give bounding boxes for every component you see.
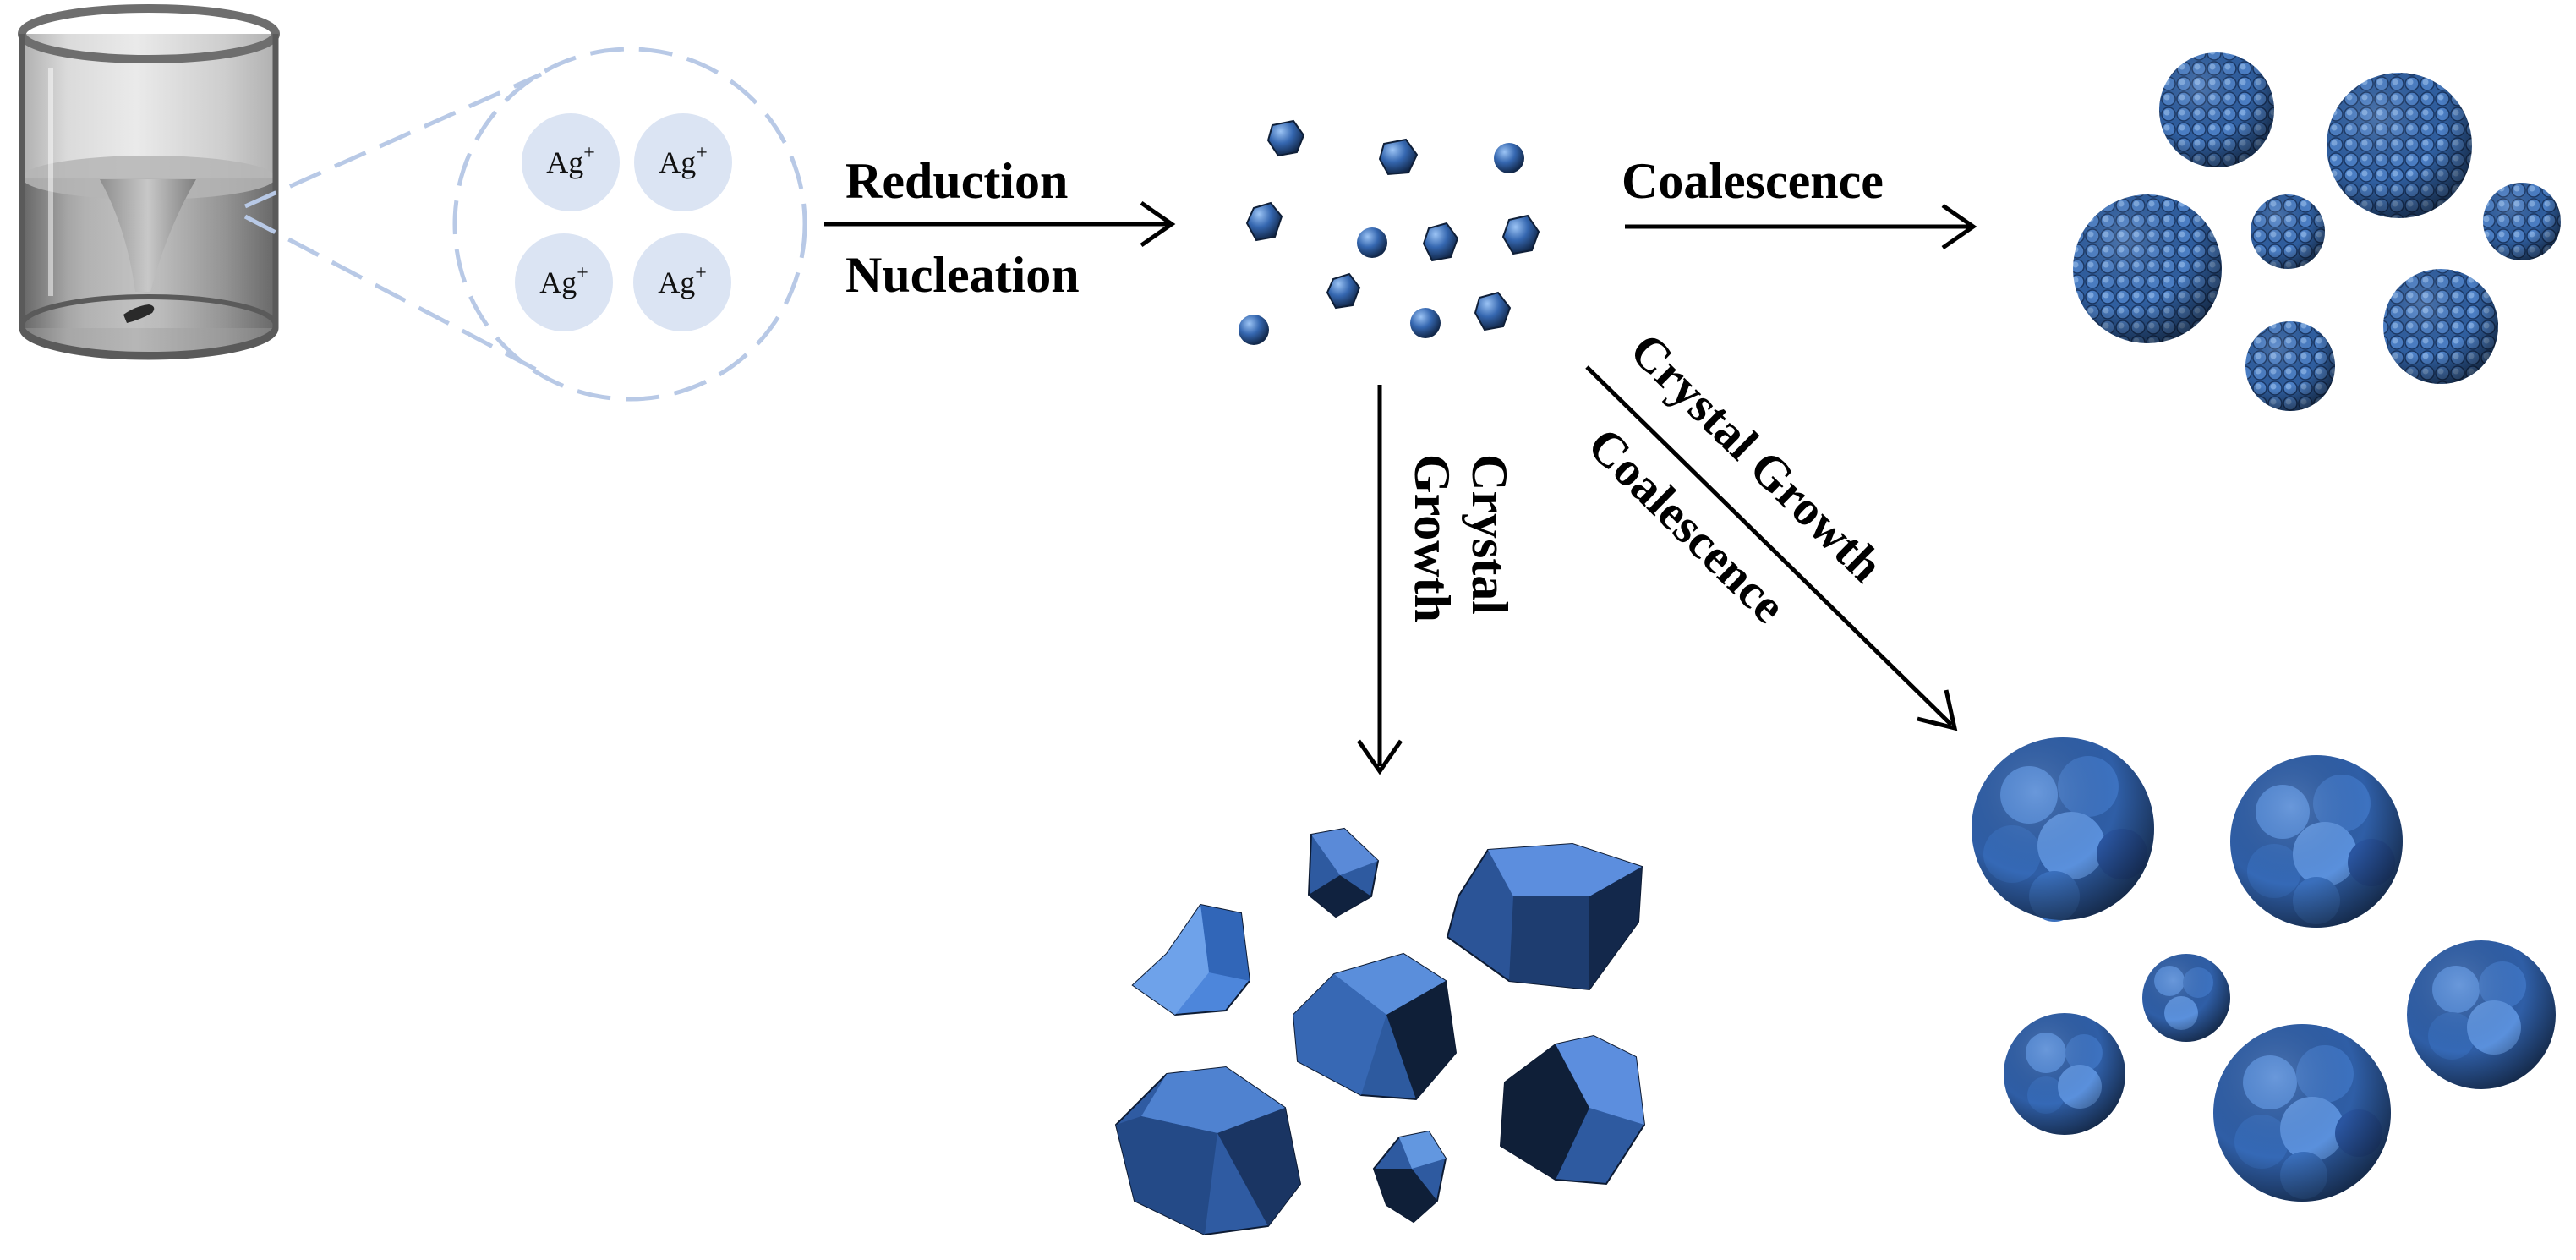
ion-charge: + [695,262,707,284]
ion-charge: + [583,142,595,164]
bumpy-sphere [2383,269,2498,384]
aggregate [2230,755,2403,928]
beaker [18,4,280,360]
label-growth: Growth [1404,454,1460,622]
label-reduction: Reduction [845,153,1068,209]
reduction-nucleation-arrow: Reduction Nucleation [824,153,1176,303]
svg-text:Ag+: Ag+ [539,262,588,299]
svg-text:Ag+: Ag+ [546,142,595,179]
nucleus [1410,308,1441,338]
ion-label: Ag [659,145,696,179]
silver-ions: Ag+ Ag+ Ag+ Ag+ [515,113,732,331]
nucleus [1501,214,1540,255]
crystal [1446,842,1643,991]
ion-charge: + [696,142,708,164]
nucleus [1326,272,1361,310]
faceted-crystals [1114,827,1646,1236]
svg-text:Ag+: Ag+ [658,262,707,299]
crystal [1307,827,1380,918]
ion-label: Ag [539,266,577,299]
ion-label: Ag [658,266,695,299]
aggregate [2213,1024,2391,1202]
crystal [1131,903,1251,1016]
bumpy-sphere [2073,194,2222,343]
vortex [100,179,196,292]
coalesced-spheres [2073,52,2561,411]
svg-text:Ag+: Ag+ [659,142,708,179]
ion-label: Ag [546,145,583,179]
aggregate [2407,940,2556,1089]
ion-bubble: Ag+ [522,113,620,211]
nucleus [1378,138,1419,176]
label-coalescence: Coalescence [1622,153,1884,209]
bumpy-sphere [2159,52,2274,167]
nucleus [1357,227,1387,258]
ion-charge: + [577,262,588,284]
aggregate [2142,954,2230,1042]
ion-bubble: Ag+ [515,233,613,331]
nucleus [1266,119,1305,157]
zoom-callout [243,47,807,402]
coalescence-arrow: Coalescence [1622,153,1977,250]
bumpy-sphere [2483,183,2561,260]
bumpy-sphere [2251,194,2325,269]
bumpy-sphere [2327,73,2472,218]
label-nucleation: Nucleation [845,247,1080,303]
aggregate [1972,737,2154,922]
ion-bubble: Ag+ [633,233,731,331]
diagonal-arrow: Crystal Growth Coalescence [1578,322,1958,731]
ion-bubble: Ag+ [634,113,732,211]
bumpy-sphere [2245,321,2335,411]
crystal [1292,952,1458,1101]
faceted-aggregates [1972,737,2556,1202]
zoom-circle [452,47,807,402]
nucleus [1239,315,1269,345]
aggregate [2004,1013,2125,1135]
nucleus [1494,143,1524,173]
crystal [1499,1034,1646,1186]
nuclei-cluster [1239,119,1540,345]
stir-bar [123,304,155,323]
nucleus [1474,291,1512,331]
nucleus [1422,222,1459,262]
nucleus [1245,201,1283,242]
crystal-growth-arrow: Crystal Growth [1356,385,1518,775]
label-diag-crystal-growth: Crystal Growth [1620,322,1894,593]
label-crystal: Crystal [1462,454,1518,615]
crystal [1372,1130,1447,1224]
crystal [1114,1066,1302,1236]
